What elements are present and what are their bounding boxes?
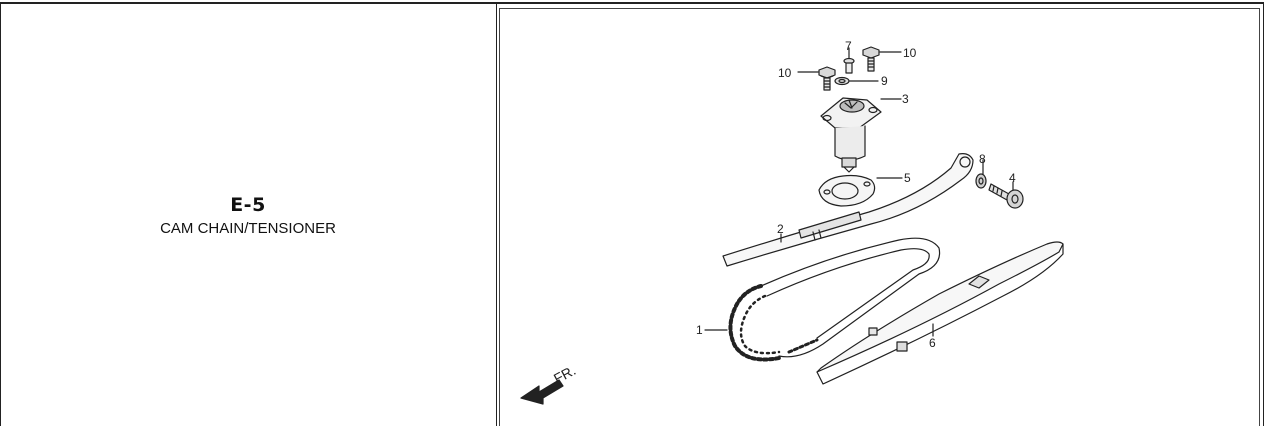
bolt-10-right (862, 46, 880, 72)
callout-10-left: 10 (778, 66, 792, 80)
tensioner-lifter-3 (820, 97, 882, 173)
callout-10-right: 10 (903, 46, 917, 60)
callout-3: 3 (902, 92, 909, 106)
callout-9: 9 (881, 74, 888, 88)
callout-4: 4 (1009, 171, 1016, 185)
tensioner-guide-2 (722, 153, 974, 267)
callout-1: 1 (696, 323, 703, 337)
pivot-bolt-4 (988, 183, 1024, 209)
cam-chain-guide-6 (816, 241, 1064, 385)
gasket-5 (818, 174, 876, 207)
callout-6: 6 (929, 336, 936, 350)
bolt-10-left (818, 66, 836, 91)
diagram-frame (499, 8, 1260, 426)
section-code: E-5 (230, 194, 266, 216)
callout-5: 5 (904, 171, 911, 185)
section-title: CAM CHAIN/TENSIONER (160, 220, 336, 237)
callout-2: 2 (777, 222, 784, 236)
panel-divider (496, 4, 497, 426)
bolt-7 (843, 57, 855, 74)
front-direction-arrow (520, 379, 564, 405)
callout-8: 8 (979, 152, 986, 166)
cam-chain-1 (728, 237, 941, 362)
section-header-panel: E-5 CAM CHAIN/TENSIONER (0, 0, 496, 426)
washer-8 (975, 173, 987, 189)
washer-9 (834, 76, 850, 86)
exploded-parts-diagram: 10 10 7 9 3 5 2 8 4 1 6 FR. (520, 39, 1064, 405)
callout-7: 7 (845, 39, 852, 53)
